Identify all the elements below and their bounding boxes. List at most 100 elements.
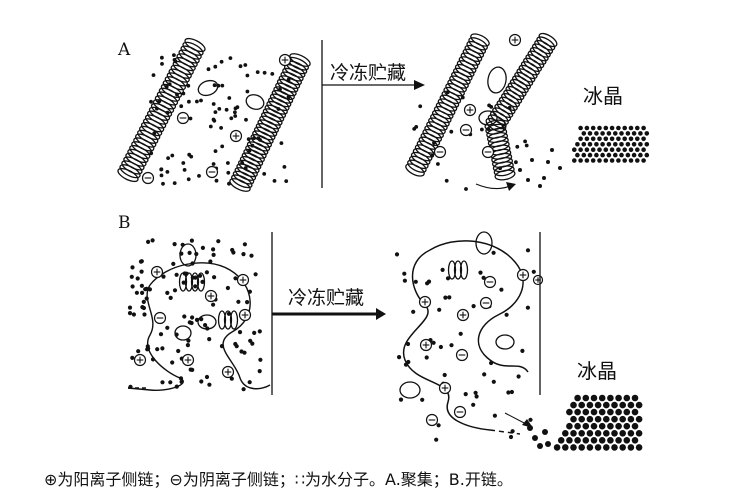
water-molecule xyxy=(398,397,404,402)
water-molecule xyxy=(165,290,170,295)
side-chain-oval xyxy=(487,66,507,94)
water-molecule xyxy=(471,402,476,407)
ice-crystal-molecule xyxy=(594,401,602,409)
ice-crystal-molecule xyxy=(590,125,596,131)
water-molecule xyxy=(213,64,218,69)
water-molecule xyxy=(143,287,148,292)
open-chain-right xyxy=(402,249,491,431)
ice-crystal-molecule xyxy=(622,136,627,142)
water-molecule xyxy=(211,252,216,257)
water-molecule xyxy=(282,165,287,169)
water-molecule xyxy=(241,252,246,257)
helix-coil xyxy=(275,82,297,97)
water-molecule xyxy=(447,295,452,300)
water-molecule xyxy=(524,143,529,148)
ice-crystal-molecule xyxy=(603,444,610,451)
ice-crystal-molecule xyxy=(622,158,627,163)
water-molecule xyxy=(172,242,177,247)
water-molecule xyxy=(140,305,145,310)
ice-crystal-molecule xyxy=(570,430,577,437)
helix-coil xyxy=(525,54,545,69)
panel-a-frame xyxy=(321,40,516,191)
water-molecule xyxy=(203,323,208,328)
ice-crystal-molecule xyxy=(598,394,606,402)
water-molecule xyxy=(186,177,191,182)
water-molecule xyxy=(217,107,222,111)
water-molecule xyxy=(172,53,176,57)
helix-coil xyxy=(289,53,311,67)
water-molecule xyxy=(187,99,191,104)
water-molecule xyxy=(498,166,502,171)
panel-b-frame xyxy=(271,232,541,428)
water-molecule xyxy=(558,166,562,170)
water-molecule xyxy=(170,153,175,158)
helix-coil xyxy=(239,155,262,170)
side-chain-oval xyxy=(197,79,219,97)
ice-crystal-molecule xyxy=(641,125,646,131)
legend-water-symbol: ∷ xyxy=(295,470,305,489)
water-molecule xyxy=(157,99,162,104)
water-molecule xyxy=(491,379,496,384)
ice-crystal-molecule xyxy=(570,415,577,423)
water-molecule xyxy=(182,168,187,172)
water-molecule xyxy=(430,153,434,158)
water-molecule xyxy=(179,104,184,109)
water-molecule xyxy=(249,253,254,258)
water-molecule xyxy=(155,347,160,352)
water-molecule xyxy=(186,83,191,88)
ice-crystal-molecule xyxy=(635,147,640,152)
ice-crystal-molecule xyxy=(590,394,598,402)
ice-crystal-molecule xyxy=(586,430,594,437)
water-molecule xyxy=(131,312,136,317)
ice-crystal-molecule xyxy=(631,408,639,416)
helix-coil xyxy=(117,167,139,183)
water-molecule xyxy=(520,348,525,353)
chain-coil xyxy=(229,310,239,330)
ice-crystal-molecule xyxy=(584,147,590,152)
ice-crystal-molecule xyxy=(598,422,606,430)
water-molecule xyxy=(262,172,267,176)
water-molecule xyxy=(127,311,133,316)
water-molecule xyxy=(449,343,454,348)
water-molecule xyxy=(150,238,155,243)
ice-crystal-molecule xyxy=(635,136,640,142)
water-molecule xyxy=(397,355,402,360)
ice-crystal-molecule xyxy=(619,415,626,423)
water-molecule xyxy=(199,379,204,384)
water-molecule xyxy=(193,284,198,289)
water-molecule xyxy=(478,270,483,275)
water-molecule xyxy=(204,270,209,275)
ice-crystal-molecule xyxy=(616,158,621,163)
water-molecule xyxy=(165,325,170,330)
water-molecule xyxy=(190,315,195,320)
water-molecule xyxy=(200,279,205,284)
water-molecule xyxy=(187,320,192,325)
water-molecule xyxy=(134,290,139,295)
ice-crystal-molecule xyxy=(575,142,580,147)
ice-crystal-molecule xyxy=(622,125,627,131)
helix-coil xyxy=(259,115,281,130)
ice-crystal-molecule xyxy=(587,152,593,158)
ice-crystal-molecule xyxy=(603,158,609,163)
water-molecule xyxy=(526,178,530,182)
water-molecule xyxy=(242,242,247,247)
water-molecule xyxy=(211,117,216,122)
water-molecule xyxy=(212,275,217,280)
water-molecule xyxy=(252,136,256,141)
helix-coil xyxy=(282,67,304,82)
water-molecule xyxy=(197,174,201,178)
water-molecule xyxy=(538,184,542,188)
water-molecule xyxy=(486,127,491,131)
water-molecule xyxy=(136,349,141,354)
ice-crystal-molecule xyxy=(638,152,643,158)
water-molecule xyxy=(208,124,213,129)
ice-crystal-molecule xyxy=(615,394,622,402)
water-molecule xyxy=(246,137,251,142)
water-molecule xyxy=(227,181,231,186)
water-molecule xyxy=(424,355,429,360)
side-chain-oval xyxy=(245,94,265,110)
ice-crystal-molecule xyxy=(606,142,612,147)
ice-crystal-molecule xyxy=(570,401,577,409)
water-molecule xyxy=(506,390,511,395)
